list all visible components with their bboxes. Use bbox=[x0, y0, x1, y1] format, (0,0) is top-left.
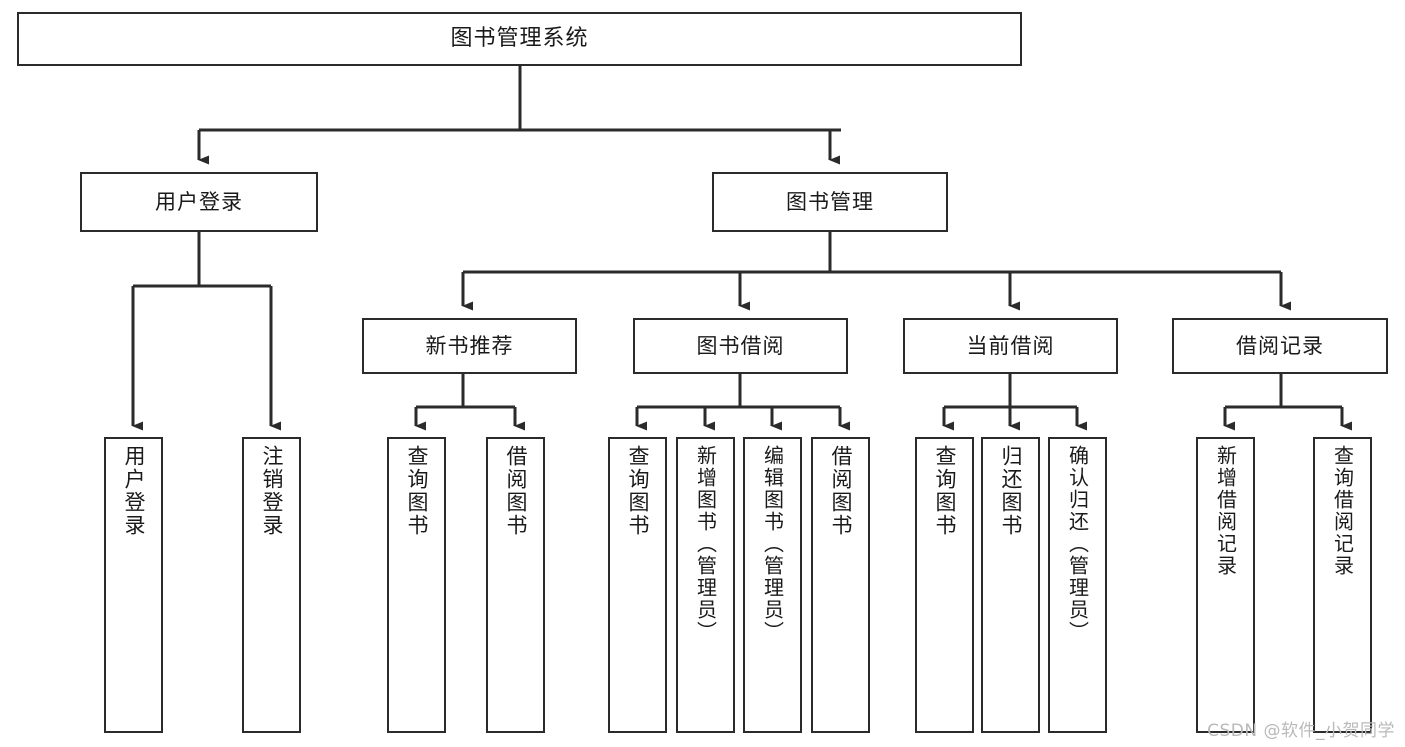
node-book-management-label: 图书管理 bbox=[786, 189, 874, 214]
node-leaf-borrow-book[interactable]: 借阅图书 bbox=[811, 437, 870, 733]
node-leaf-query-borrow-record-label: 查询借阅记录 bbox=[1330, 445, 1355, 577]
node-leaf-query-book[interactable]: 查询图书 bbox=[608, 437, 667, 733]
node-leaf-query-book-recommend[interactable]: 查询图书 bbox=[387, 437, 446, 733]
node-borrow-record[interactable]: 借阅记录 bbox=[1172, 318, 1388, 374]
node-leaf-confirm-return-admin-label: 确认归还（管理员） bbox=[1065, 445, 1090, 643]
node-leaf-query-borrow-record[interactable]: 查询借阅记录 bbox=[1313, 437, 1372, 733]
node-book-management[interactable]: 图书管理 bbox=[712, 172, 948, 232]
node-leaf-query-book-label: 查询图书 bbox=[626, 445, 651, 537]
node-new-book-recommend-label: 新书推荐 bbox=[425, 333, 514, 358]
node-leaf-borrow-book-label: 借阅图书 bbox=[829, 445, 854, 537]
node-leaf-borrow-book-recommend-label: 借阅图书 bbox=[504, 445, 529, 537]
node-book-borrow[interactable]: 图书借阅 bbox=[633, 318, 848, 374]
node-root-system[interactable]: 图书管理系统 bbox=[17, 12, 1022, 66]
node-leaf-add-borrow-record[interactable]: 新增借阅记录 bbox=[1196, 437, 1255, 733]
node-current-borrow-label: 当前借阅 bbox=[966, 333, 1055, 358]
node-user-login-label: 用户登录 bbox=[155, 189, 243, 214]
node-new-book-recommend[interactable]: 新书推荐 bbox=[362, 318, 577, 374]
node-leaf-add-borrow-record-label: 新增借阅记录 bbox=[1213, 445, 1238, 577]
node-leaf-user-login[interactable]: 用户登录 bbox=[104, 437, 163, 733]
node-root-system-label: 图书管理系统 bbox=[450, 26, 589, 52]
node-leaf-add-book-admin[interactable]: 新增图书（管理员） bbox=[676, 437, 735, 733]
node-current-borrow[interactable]: 当前借阅 bbox=[903, 318, 1118, 374]
node-leaf-confirm-return-admin[interactable]: 确认归还（管理员） bbox=[1048, 437, 1107, 733]
node-leaf-return-book-label: 归还图书 bbox=[999, 445, 1024, 537]
node-book-borrow-label: 图书借阅 bbox=[696, 333, 785, 358]
node-leaf-logout-label: 注销登录 bbox=[260, 445, 285, 537]
node-borrow-record-label: 借阅记录 bbox=[1236, 333, 1324, 358]
node-leaf-query-book-current-label: 查询图书 bbox=[933, 445, 958, 537]
node-user-login[interactable]: 用户登录 bbox=[80, 172, 318, 232]
node-leaf-return-book[interactable]: 归还图书 bbox=[981, 437, 1040, 733]
node-leaf-borrow-book-recommend[interactable]: 借阅图书 bbox=[486, 437, 545, 733]
node-leaf-query-book-recommend-label: 查询图书 bbox=[405, 445, 430, 537]
node-leaf-logout[interactable]: 注销登录 bbox=[242, 437, 301, 733]
node-leaf-query-book-current[interactable]: 查询图书 bbox=[915, 437, 974, 733]
node-leaf-edit-book-admin-label: 编辑图书（管理员） bbox=[760, 445, 785, 643]
node-leaf-edit-book-admin[interactable]: 编辑图书（管理员） bbox=[743, 437, 802, 733]
node-leaf-user-login-label: 用户登录 bbox=[122, 445, 147, 537]
node-leaf-add-book-admin-label: 新增图书（管理员） bbox=[693, 445, 718, 643]
